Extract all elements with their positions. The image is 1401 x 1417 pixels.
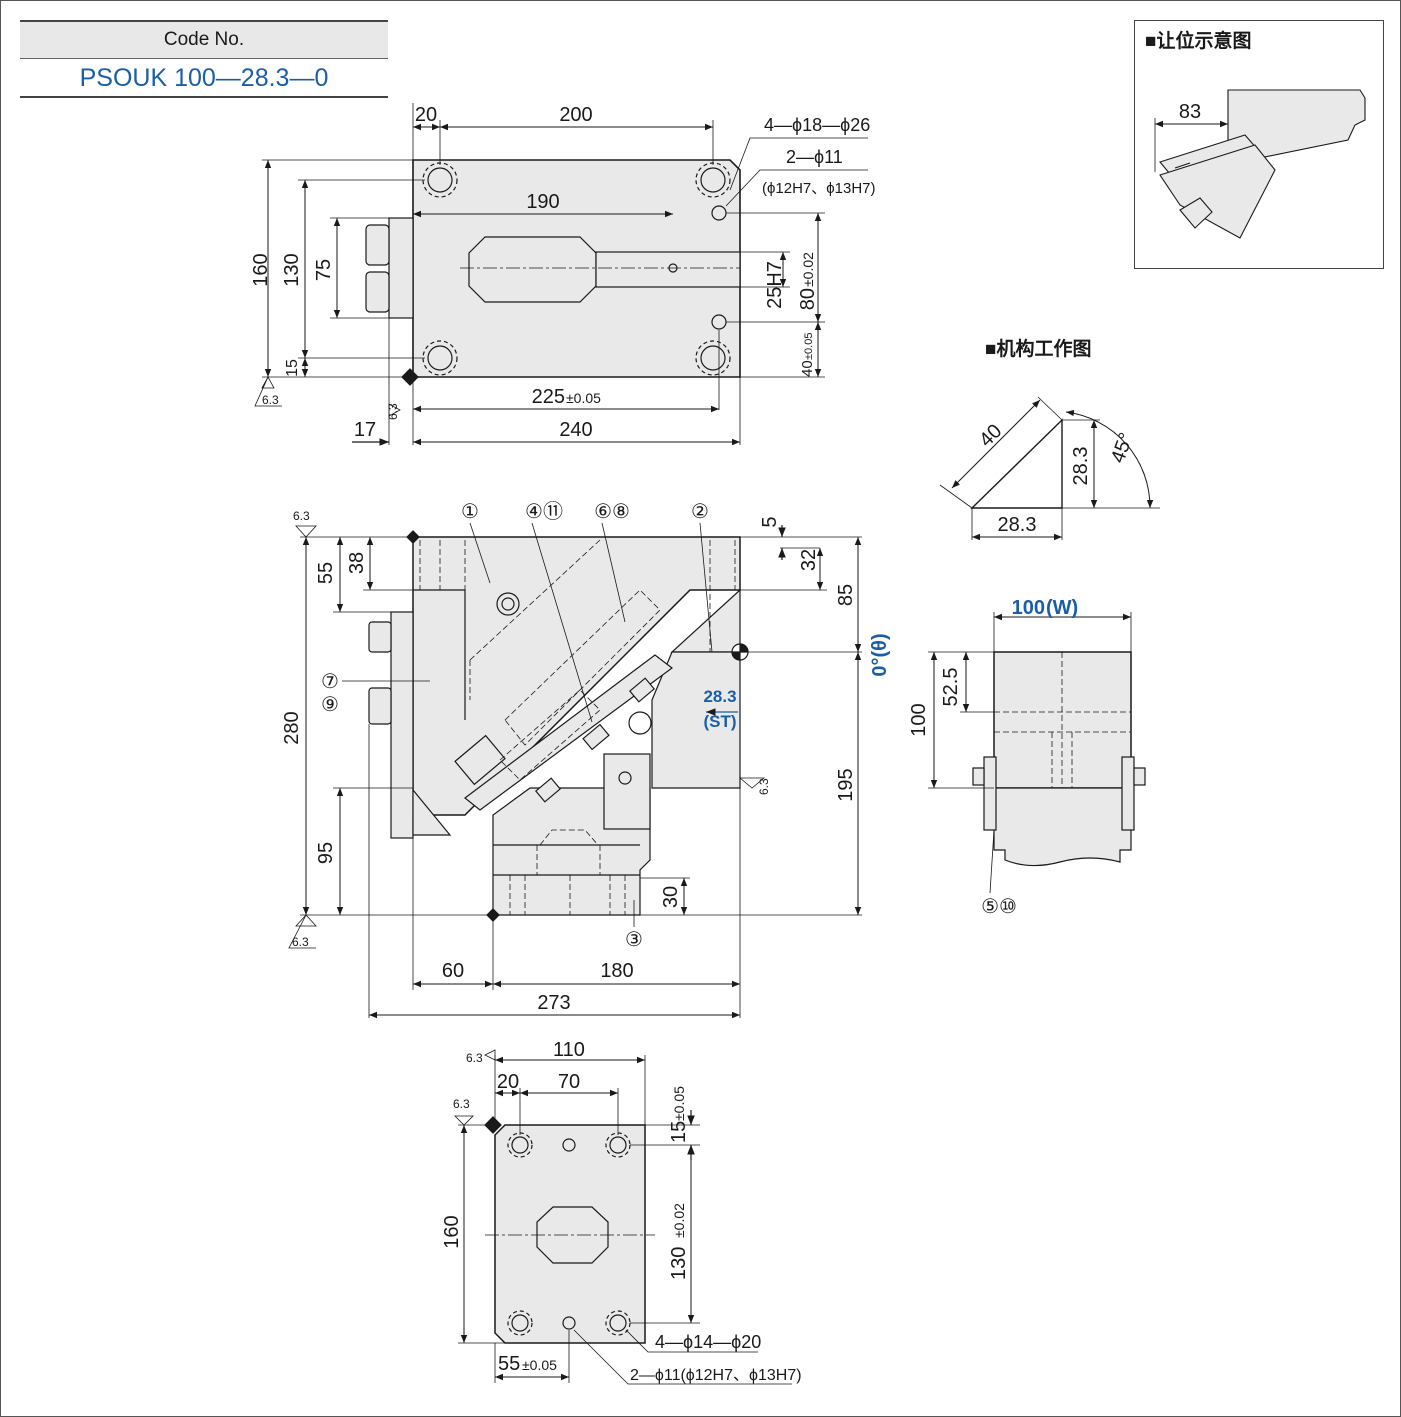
svg-text:83: 83 (1179, 101, 1201, 123)
svg-text:30: 30 (660, 886, 682, 908)
svg-text:④⑪: ④⑪ (525, 500, 563, 523)
side-view (928, 612, 1146, 894)
svg-text:6.3: 6.3 (757, 778, 771, 795)
svg-text:45°: 45° (1107, 430, 1138, 466)
svg-text:160: 160 (441, 1215, 463, 1248)
svg-text:100: 100 (908, 703, 930, 736)
svg-text:6.3: 6.3 (453, 1097, 470, 1111)
svg-text:55: 55 (315, 562, 337, 584)
svg-text:130: 130 (281, 253, 303, 286)
svg-text:2—ϕ11(ϕ12H7、ϕ13H7): 2—ϕ11(ϕ12H7、ϕ13H7) (630, 1367, 802, 1384)
mount-holes (422, 162, 731, 376)
svg-text:±0.05: ±0.05 (671, 1086, 687, 1121)
svg-text:0°(θ): 0°(θ) (869, 633, 891, 676)
svg-text:4—ϕ14—ϕ20: 4—ϕ14—ϕ20 (655, 1332, 761, 1352)
mechanism-diagram (939, 396, 1160, 541)
svg-text:⑨: ⑨ (321, 694, 339, 716)
svg-text:6.3: 6.3 (262, 393, 279, 407)
svg-text:190: 190 (526, 191, 559, 213)
svg-text:28.3: 28.3 (703, 687, 736, 706)
svg-text:20: 20 (497, 1071, 519, 1093)
svg-text:273: 273 (537, 992, 570, 1014)
svg-text:130: 130 (668, 1247, 690, 1280)
svg-text:200: 200 (559, 104, 592, 126)
svg-text:40: 40 (975, 420, 1006, 451)
svg-text:⑥⑧: ⑥⑧ (594, 501, 630, 523)
svg-text:225: 225 (532, 386, 565, 408)
svg-text:■机构工作图: ■机构工作图 (985, 337, 1091, 360)
front-view-labels: ① ④⑪ ⑥⑧ ② ⑦ ⑨ ③ 5 32 85 195 55 38 280 95… (281, 500, 891, 1014)
code-table: Code No. PSOUK 100—28.3—0 (20, 20, 388, 98)
svg-text:15: 15 (668, 1121, 690, 1143)
svg-text:32: 32 (798, 549, 820, 571)
top-view (254, 103, 868, 446)
svg-text:②: ② (691, 501, 709, 523)
svg-text:60: 60 (442, 960, 464, 982)
svg-text:(W): (W) (1046, 597, 1078, 619)
svg-text:⑦: ⑦ (321, 671, 339, 693)
svg-text:6.3: 6.3 (386, 403, 400, 420)
svg-text:20: 20 (415, 104, 437, 126)
side-view-labels: 100 (W) 52.5 100 ⑤⑩ (908, 597, 1078, 918)
svg-text:15: 15 (284, 359, 301, 377)
svg-text:6.3: 6.3 (292, 935, 309, 949)
svg-text:①: ① (461, 501, 479, 523)
svg-text:195: 195 (835, 768, 857, 801)
code-value: PSOUK 100—28.3—0 (20, 59, 388, 98)
svg-text:(ST): (ST) (703, 712, 736, 731)
svg-text:2—ϕ11: 2—ϕ11 (786, 147, 843, 167)
svg-text:95: 95 (315, 842, 337, 864)
svg-text:52.5: 52.5 (940, 668, 962, 707)
svg-text:55: 55 (498, 1353, 520, 1375)
svg-text:180: 180 (600, 960, 633, 982)
svg-text:70: 70 (558, 1071, 580, 1093)
svg-text:80: 80 (797, 288, 819, 310)
svg-text:85: 85 (835, 584, 857, 606)
top-view-labels: 20 200 190 225 ±0.05 240 17 160 130 75 1… (250, 104, 876, 441)
svg-text:6.3: 6.3 (293, 509, 310, 523)
svg-text:75: 75 (313, 259, 335, 281)
svg-text:4—ϕ18—ϕ26: 4—ϕ18—ϕ26 (764, 115, 870, 135)
svg-text:28.3: 28.3 (1070, 447, 1092, 486)
svg-text:±0.02: ±0.02 (800, 252, 816, 287)
svg-text:±0.05: ±0.05 (522, 1357, 557, 1373)
bottom-view-labels: 110 20 70 15 ±0.05 130 ±0.02 160 55 ±0.0… (441, 1039, 802, 1384)
svg-text:100: 100 (1012, 597, 1045, 619)
svg-text:±0.05: ±0.05 (566, 390, 601, 406)
code-header: Code No. (20, 20, 388, 59)
inset-drawing (1154, 89, 1366, 239)
svg-text:(ϕ12H7、ϕ13H7): (ϕ12H7、ϕ13H7) (762, 180, 876, 197)
svg-text:38: 38 (346, 552, 368, 574)
svg-text:110: 110 (553, 1039, 585, 1061)
svg-text:17: 17 (354, 419, 376, 441)
front-view (288, 522, 862, 1019)
svg-text:6.3: 6.3 (466, 1051, 483, 1065)
svg-text:40: 40 (799, 360, 816, 377)
svg-text:240: 240 (559, 419, 592, 441)
svg-text:160: 160 (250, 253, 272, 286)
svg-text:25H7: 25H7 (764, 261, 786, 309)
svg-text:■让位示意图: ■让位示意图 (1145, 29, 1251, 52)
svg-text:③: ③ (625, 929, 643, 951)
svg-text:28.3: 28.3 (998, 514, 1037, 536)
inset-labels: ■让位示意图 83 (1145, 29, 1251, 123)
svg-text:280: 280 (281, 711, 303, 744)
svg-text:±0.02: ±0.02 (671, 1203, 687, 1238)
svg-text:⑤⑩: ⑤⑩ (981, 896, 1017, 918)
bottom-view (454, 1049, 792, 1385)
svg-text:5: 5 (759, 516, 781, 527)
svg-text:±0.05: ±0.05 (803, 333, 815, 360)
